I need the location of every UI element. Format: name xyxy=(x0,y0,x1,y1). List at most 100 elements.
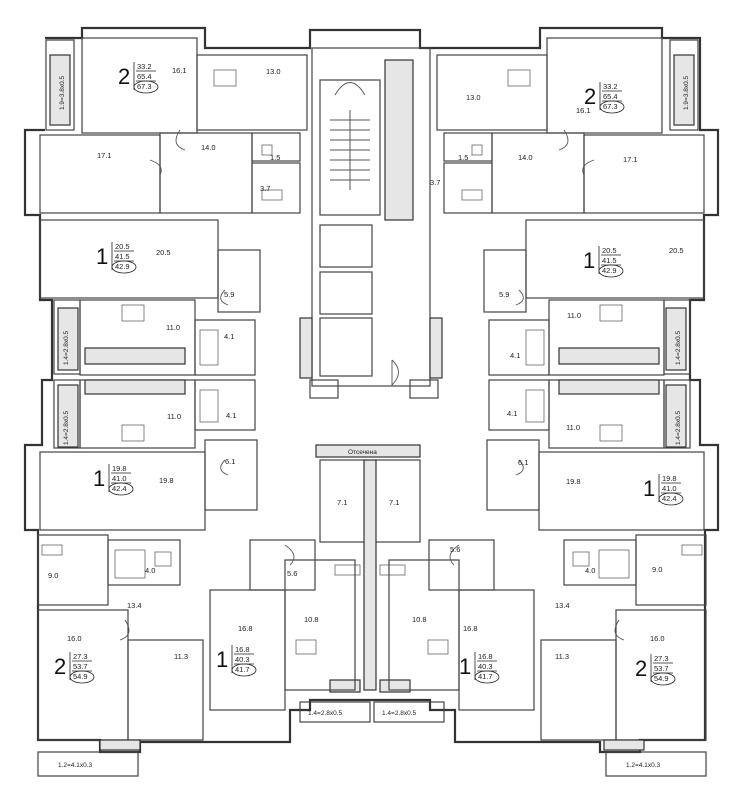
room-area: 10.8 xyxy=(304,615,319,624)
room-area: 16.8 xyxy=(238,624,253,633)
area-labels: 16.1 13.0 17.1 14.0 1.5 3.7 13.0 16.1 17… xyxy=(48,66,684,661)
apartment-badge: 1 20.541.542.9 xyxy=(583,246,624,278)
full-area-oval xyxy=(474,670,500,684)
full-area: 42.4 xyxy=(662,494,677,503)
room-count: 1 xyxy=(96,244,108,269)
total-area: 40.3 xyxy=(235,655,250,664)
full-area: 42.4 xyxy=(112,484,127,493)
balcony-label: 1.9=3.8x0.5 xyxy=(683,75,690,110)
total-area: 53.7 xyxy=(654,664,669,673)
balcony-label: 1.4=2.8x0.5 xyxy=(63,410,70,445)
balcony-label: 1.2=4.1x0.3 xyxy=(626,762,661,769)
room-count: 1 xyxy=(93,466,105,491)
stair-flight xyxy=(330,82,370,190)
room-area: 20.5 xyxy=(156,248,171,257)
full-area-oval xyxy=(111,260,137,274)
room-area: 11.3 xyxy=(174,652,188,661)
total-area: 65.4 xyxy=(603,92,618,101)
room-count: 1 xyxy=(583,248,595,273)
room-area: 9.0 xyxy=(48,571,58,580)
apartment-bottom-center-right xyxy=(388,539,535,711)
full-area-oval xyxy=(133,80,159,94)
room-area: 13.0 xyxy=(466,93,481,102)
room-area: 16.1 xyxy=(576,106,591,115)
room-area: 1.5 xyxy=(458,153,468,162)
room-area: 9.0 xyxy=(652,565,662,574)
central-bottom-shaft xyxy=(315,444,421,693)
room-area: 3.7 xyxy=(430,178,440,187)
balcony-label: 1.9=3.8x0.5 xyxy=(59,75,66,110)
room-count: 1 xyxy=(643,476,655,501)
room-area: 4.1 xyxy=(507,409,517,418)
room-area: 7.1 xyxy=(337,498,347,507)
room-area: 11.3 xyxy=(555,652,569,661)
room-area: 5.9 xyxy=(499,290,509,299)
full-area-oval xyxy=(598,264,624,278)
full-area-oval xyxy=(108,482,134,496)
room-area: 11.0 xyxy=(566,423,580,432)
room-area: 14.0 xyxy=(201,143,216,152)
living-area: 27.3 xyxy=(73,652,88,661)
full-area-oval xyxy=(69,670,95,684)
room-area: 16.0 xyxy=(67,634,82,643)
apartment-middle-right-lower xyxy=(486,379,705,531)
room-area: 16.8 xyxy=(463,624,478,633)
balcony-frames xyxy=(37,39,707,777)
room-area: 11.0 xyxy=(166,323,180,332)
room-area: 19.8 xyxy=(159,476,174,485)
balcony-label: 1.4=2.8x0.5 xyxy=(382,710,417,717)
room-count: 2 xyxy=(118,64,130,89)
room-area: 13.0 xyxy=(266,67,281,76)
room-area: 4.0 xyxy=(585,566,595,575)
total-area: 41.5 xyxy=(602,256,617,265)
full-area-oval xyxy=(658,492,684,506)
balcony-label: 1.4=2.8x0.5 xyxy=(308,710,343,717)
full-area: 41.7 xyxy=(478,672,493,681)
shaft-label: Отсечена xyxy=(348,449,377,456)
full-area: 42.9 xyxy=(602,266,617,275)
room-area: 4.1 xyxy=(226,411,236,420)
apartment-bottom-left xyxy=(37,534,204,751)
central-core xyxy=(299,47,443,399)
room-area: 4.1 xyxy=(510,351,520,360)
total-area: 65.4 xyxy=(137,72,152,81)
balcony-labels: 1.9=3.8x0.5 1.9=3.8x0.5 1.4=2.8x0.5 1.4=… xyxy=(58,75,690,769)
total-area: 41.0 xyxy=(662,484,677,493)
room-area: 3.7 xyxy=(260,184,270,193)
full-area-oval xyxy=(599,100,625,114)
room-area: 13.4 xyxy=(555,601,570,610)
living-area: 27.3 xyxy=(654,654,669,663)
room-area: 4.0 xyxy=(145,566,155,575)
total-area: 41.5 xyxy=(115,252,130,261)
full-area: 67.3 xyxy=(603,102,618,111)
balcony-label: 1.4=2.8x0.5 xyxy=(675,330,682,365)
apartment-middle-left-lower xyxy=(39,379,258,531)
living-area: 19.8 xyxy=(112,464,127,473)
living-area: 16.8 xyxy=(478,652,493,661)
full-area-oval xyxy=(231,663,257,677)
full-area: 54.9 xyxy=(654,674,669,683)
apartment-middle-right-upper xyxy=(483,219,705,376)
total-area: 41.0 xyxy=(112,474,127,483)
room-count: 2 xyxy=(635,656,647,681)
room-area: 10.8 xyxy=(412,615,427,624)
living-area: 20.5 xyxy=(602,246,617,255)
living-area: 16.8 xyxy=(235,645,250,654)
apartment-bottom-center-left xyxy=(209,539,356,711)
room-area: 7.1 xyxy=(389,498,399,507)
balcony-label: 1.4=2.8x0.5 xyxy=(675,410,682,445)
balcony-label: 1.2=4.1x0.3 xyxy=(58,762,93,769)
apartment-top-right xyxy=(436,37,705,214)
room-area: 13.4 xyxy=(127,601,142,610)
room-count: 2 xyxy=(54,654,66,679)
room-area: 17.1 xyxy=(623,155,638,164)
full-area-oval xyxy=(650,672,676,686)
